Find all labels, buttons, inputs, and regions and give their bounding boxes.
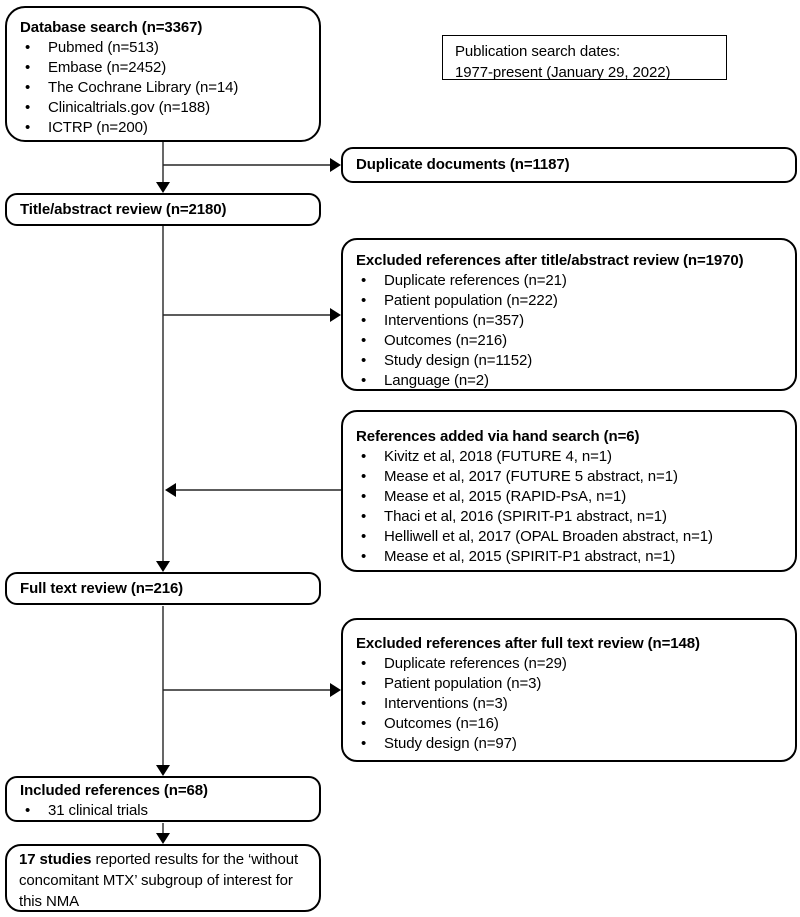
box-hand-search: References added via hand search (n=6) K… — [341, 410, 797, 572]
arrowhead-right-duplicates — [330, 158, 341, 172]
arrowhead-down-included — [156, 765, 170, 776]
list-item: Outcomes (n=16) — [356, 714, 787, 734]
search-dates-line2: 1977-present (January 29, 2022) — [455, 64, 671, 81]
final-note-text: 17 studies reported results for the ‘wit… — [19, 849, 307, 912]
box-title: Included references (n=68) — [20, 782, 208, 799]
included-references-list: 31 clinical trials — [20, 801, 311, 821]
list-item: Outcomes (n=216) — [356, 331, 787, 351]
list-item: Study design (n=97) — [356, 734, 787, 754]
list-item: Thaci et al, 2016 (SPIRIT-P1 abstract, n… — [356, 507, 787, 527]
arrowhead-down-fulltext — [156, 561, 170, 572]
list-item: Interventions (n=3) — [356, 694, 787, 714]
box-title: Excluded references after full text revi… — [356, 635, 700, 652]
box-title: Full text review (n=216) — [20, 579, 184, 597]
list-item: Duplicate references (n=21) — [356, 271, 787, 291]
box-database-search: Database search (n=3367) Pubmed (n=513)E… — [5, 6, 321, 142]
arrowhead-right-excluded-ta — [330, 308, 341, 322]
box-title: Excluded references after title/abstract… — [356, 252, 744, 269]
excluded-full-text-list: Duplicate references (n=29)Patient popul… — [356, 654, 787, 754]
box-final-note: 17 studies reported results for the ‘wit… — [5, 844, 321, 912]
arrowhead-down-title-review — [156, 182, 170, 193]
list-item: Mease et al, 2015 (RAPID-PsA, n=1) — [356, 487, 787, 507]
hand-search-list: Kivitz et al, 2018 (FUTURE 4, n=1)Mease … — [356, 447, 787, 567]
box-title: Database search (n=3367) — [20, 19, 203, 36]
list-item: Duplicate references (n=29) — [356, 654, 787, 674]
list-item: Kivitz et al, 2018 (FUTURE 4, n=1) — [356, 447, 787, 467]
box-excluded-full-text: Excluded references after full text revi… — [341, 618, 797, 762]
box-full-text-review: Full text review (n=216) — [5, 572, 321, 605]
box-duplicate-documents: Duplicate documents (n=1187) — [341, 147, 797, 183]
arrowhead-down-final — [156, 833, 170, 844]
box-title: Title/abstract review (n=2180) — [20, 200, 227, 218]
arrowhead-right-excluded-ft — [330, 683, 341, 697]
database-search-list: Pubmed (n=513)Embase (n=2452)The Cochran… — [20, 38, 311, 138]
box-title-abstract-review: Title/abstract review (n=2180) — [5, 193, 321, 226]
list-item: Mease et al, 2015 (SPIRIT-P1 abstract, n… — [356, 547, 787, 567]
list-item: ICTRP (n=200) — [20, 118, 311, 138]
list-item: Language (n=2) — [356, 371, 787, 391]
box-excluded-title-abstract: Excluded references after title/abstract… — [341, 238, 797, 391]
list-item: 31 clinical trials — [20, 801, 311, 821]
arrowhead-left-handsearch — [165, 483, 176, 497]
excluded-title-abstract-list: Duplicate references (n=21)Patient popul… — [356, 271, 787, 391]
list-item: The Cochrane Library (n=14) — [20, 78, 311, 98]
box-included-references: Included references (n=68) 31 clinical t… — [5, 776, 321, 822]
box-title: References added via hand search (n=6) — [356, 428, 640, 445]
list-item: Patient population (n=3) — [356, 674, 787, 694]
list-item: Helliwell et al, 2017 (OPAL Broaden abst… — [356, 527, 787, 547]
list-item: Pubmed (n=513) — [20, 38, 311, 58]
box-title: Duplicate documents (n=1187) — [356, 156, 570, 173]
box-publication-search-dates: Publication search dates: 1977-present (… — [442, 35, 727, 81]
list-item: Study design (n=1152) — [356, 351, 787, 371]
final-note-rest: reported results for the ‘without concom… — [19, 851, 299, 910]
list-item: Interventions (n=357) — [356, 311, 787, 331]
list-item: Patient population (n=222) — [356, 291, 787, 311]
list-item: Embase (n=2452) — [20, 58, 311, 78]
search-dates-line1: Publication search dates: — [455, 43, 621, 60]
list-item: Mease et al, 2017 (FUTURE 5 abstract, n=… — [356, 467, 787, 487]
final-note-count: 17 studies — [19, 851, 92, 868]
list-item: Clinicaltrials.gov (n=188) — [20, 98, 311, 118]
